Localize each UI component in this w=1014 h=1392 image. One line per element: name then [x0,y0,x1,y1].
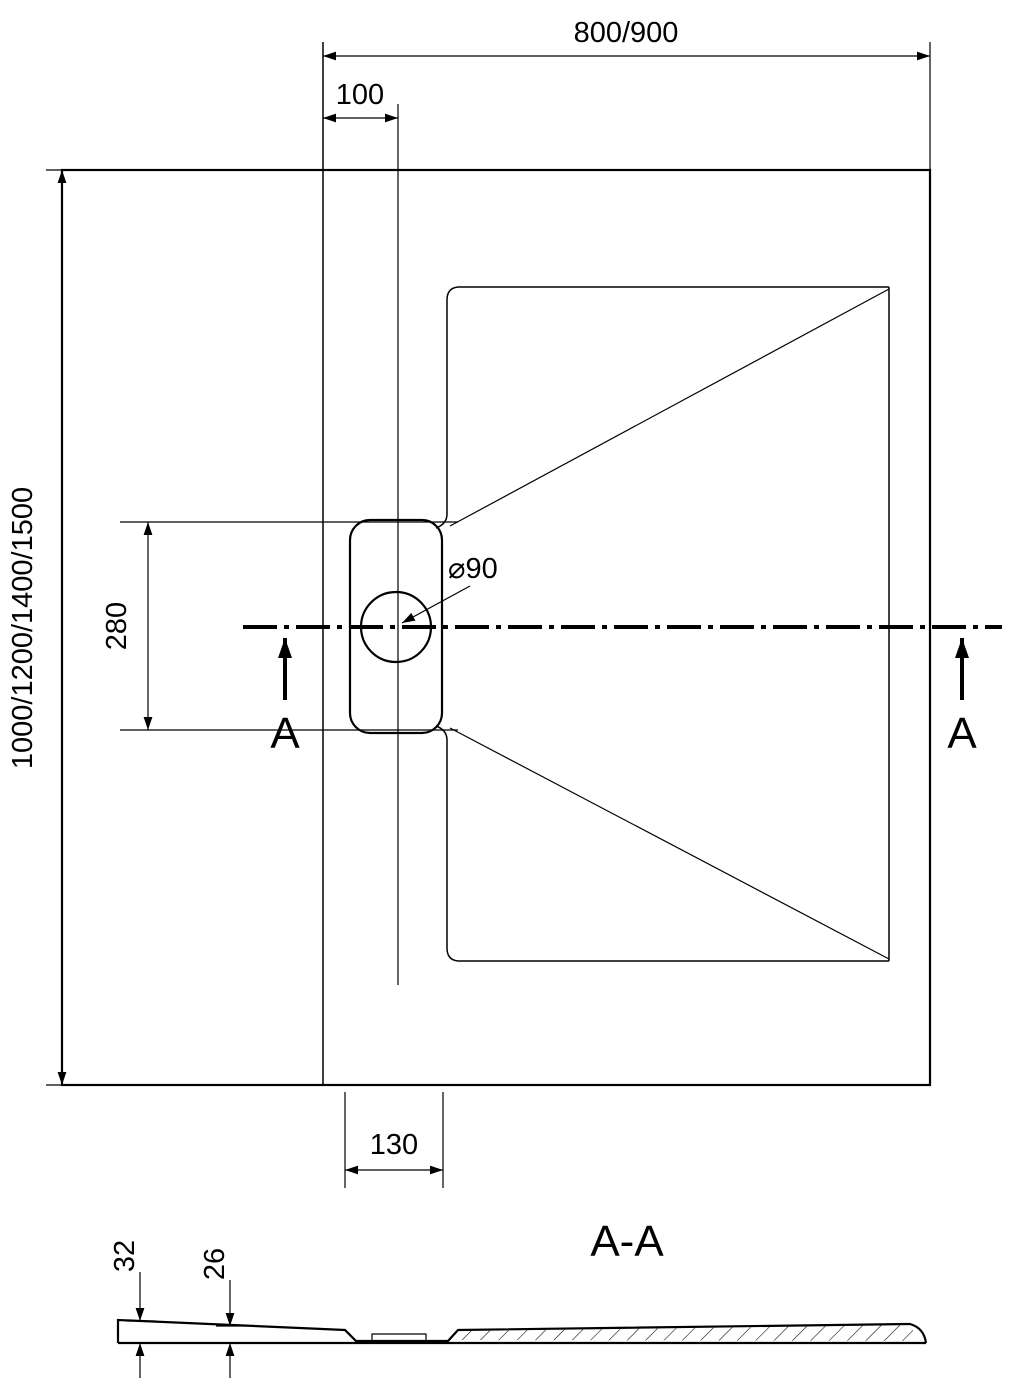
section-view: A-A 32 26 [109,1217,928,1378]
top-view: A A [60,42,1002,1087]
dim-text-26: 26 [199,1248,231,1280]
top-view-dimensions: 800/900 100 1000/1200/1400/1500 280 ⌀90 … [7,17,931,1188]
slope-line-upper [449,288,890,527]
dim-text-length-left: 1000/1200/1400/1500 [7,487,39,769]
section-label-right: A [947,709,977,758]
dim-text-drain-diameter: ⌀90 [448,553,498,585]
dim-text-channel-width: 130 [370,1129,418,1161]
leader-line-drain-diameter [401,585,471,624]
slope-line-lower [449,727,890,960]
section-title: A-A [590,1217,664,1266]
dim-text-width-top: 800/900 [574,17,679,49]
dim-text-slot-length: 280 [101,602,133,650]
dim-text-drain-offset: 100 [336,79,384,111]
section-hatch [460,1325,921,1341]
section-label-left: A [270,709,300,758]
recess-outline-lower [435,725,889,962]
dim-text-32: 32 [109,1240,141,1272]
drain-pocket-detail [371,1333,427,1341]
section-profile-top [116,1318,928,1344]
recess-outline-upper [435,286,889,529]
